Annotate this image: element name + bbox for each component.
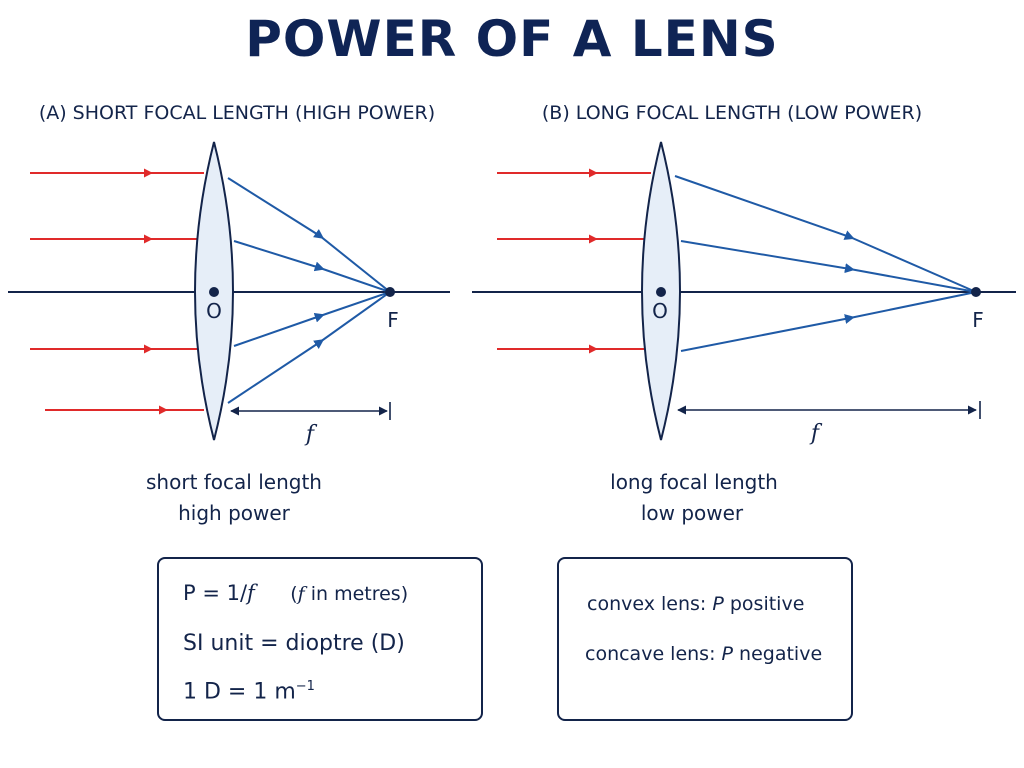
sign-convention-box: convex lens: P positive concave lens: P … bbox=[557, 557, 853, 721]
refracted-ray bbox=[233, 240, 391, 293]
refracted-ray bbox=[680, 240, 977, 293]
refracted-ray bbox=[233, 291, 391, 347]
optical-center-point bbox=[209, 287, 219, 297]
convex-lens-sign: convex lens: P positive bbox=[587, 593, 805, 615]
si-unit-line: SI unit = dioptre (D) bbox=[183, 631, 405, 656]
panel-a-caption-line2: high power bbox=[178, 501, 291, 525]
refracted-ray bbox=[227, 291, 391, 404]
focal-point-label: F bbox=[387, 308, 399, 332]
panel-b-caption-line1: long focal length bbox=[610, 470, 778, 494]
refracted-rays bbox=[674, 175, 977, 352]
refracted-ray bbox=[674, 175, 977, 293]
incident-rays bbox=[497, 168, 651, 354]
incident-rays bbox=[30, 168, 204, 415]
focal-point bbox=[971, 287, 981, 297]
panel-b-caption-line2: low power bbox=[641, 501, 744, 525]
panel-a: (A) SHORT FOCAL LENGTH (HIGH POWER) O bbox=[8, 102, 450, 525]
focal-point bbox=[385, 287, 395, 297]
panel-b: (B) LONG FOCAL LENGTH (LOW POWER) O F f … bbox=[472, 102, 1016, 525]
refracted-ray bbox=[227, 177, 391, 293]
focal-length-symbol: f bbox=[304, 422, 318, 447]
optical-center-label: O bbox=[652, 299, 668, 323]
panel-a-caption-line1: short focal length bbox=[146, 470, 322, 494]
power-formula: P = 1/f (f in metres) bbox=[183, 581, 409, 605]
formula-box: P = 1/f (f in metres) SI unit = dioptre … bbox=[157, 557, 483, 721]
focal-length-symbol: f bbox=[809, 421, 823, 446]
optical-center-label: O bbox=[206, 299, 222, 323]
page-title: POWER OF A LENS bbox=[245, 10, 779, 68]
optical-center-point bbox=[656, 287, 666, 297]
panel-a-heading: (A) SHORT FOCAL LENGTH (HIGH POWER) bbox=[39, 102, 435, 124]
refracted-ray bbox=[680, 291, 977, 352]
refracted-rays bbox=[227, 177, 391, 404]
panel-b-heading: (B) LONG FOCAL LENGTH (LOW POWER) bbox=[542, 102, 922, 124]
focal-point-label: F bbox=[972, 308, 984, 332]
concave-lens-sign: concave lens: P negative bbox=[585, 643, 823, 665]
dioptre-definition: 1 D = 1 m−1 bbox=[183, 679, 315, 705]
